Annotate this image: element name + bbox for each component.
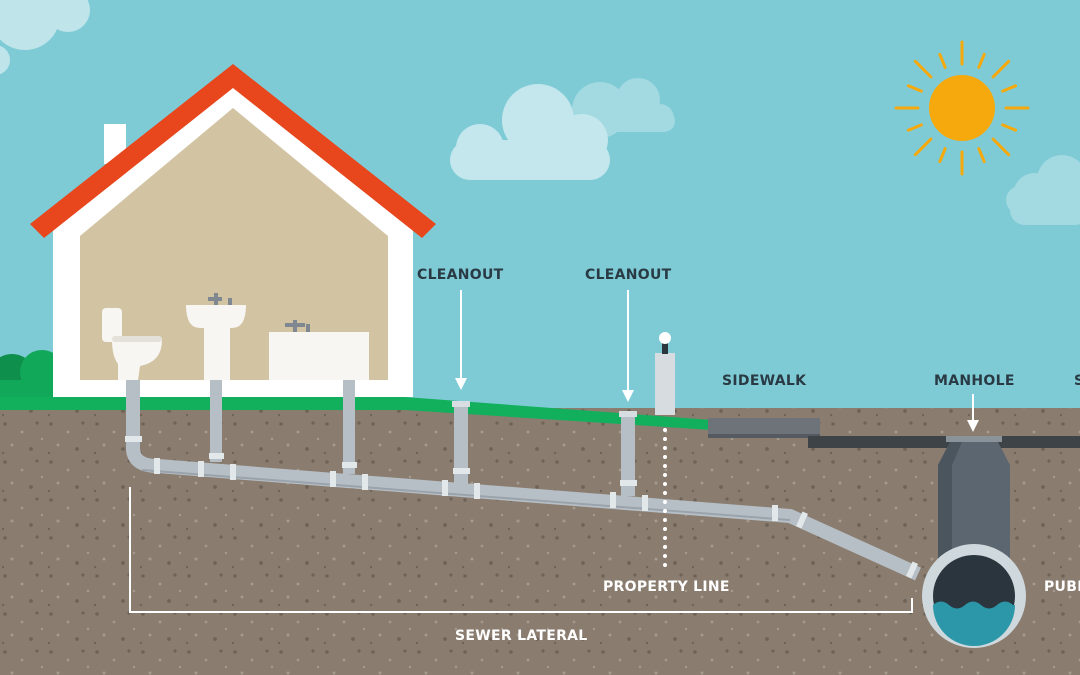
manhole-arrow xyxy=(967,394,979,432)
sun-ray xyxy=(977,147,986,164)
cleanout-1-arrow xyxy=(455,290,467,390)
property-line-dot xyxy=(663,500,667,504)
sun-ray xyxy=(1001,123,1018,132)
cleanout-cap-1 xyxy=(452,401,470,407)
property-line-dot xyxy=(663,428,667,432)
sidewalk-label: SIDEWALK xyxy=(722,373,807,389)
sun-icon xyxy=(894,40,1030,176)
property-marker-post xyxy=(655,353,675,415)
sun-ray xyxy=(906,84,923,93)
cleanout-2-arrow xyxy=(622,290,634,402)
cloud-right xyxy=(1006,155,1080,225)
sun-ray xyxy=(913,137,933,157)
property-line-dot xyxy=(663,446,667,450)
property-line-dot xyxy=(663,536,667,540)
cloud-center xyxy=(450,78,675,180)
property-line-dot xyxy=(663,563,667,567)
property-marker-light xyxy=(659,332,671,344)
property-line-dot xyxy=(663,464,667,468)
sun-ray xyxy=(913,59,933,79)
property-line-dot xyxy=(663,545,667,549)
sun-ray xyxy=(991,59,1011,79)
street-label-cut: S xyxy=(1074,373,1080,389)
bathtub-icon xyxy=(269,320,369,380)
manhole-label: MANHOLE xyxy=(934,373,1015,389)
cleanout-label-1: CLEANOUT xyxy=(417,267,504,283)
property-line-dot xyxy=(663,518,667,522)
soil xyxy=(0,408,1080,675)
grass xyxy=(0,397,712,430)
property-line-dot xyxy=(663,509,667,513)
property-line-dot xyxy=(663,527,667,531)
sun-ray xyxy=(977,52,986,69)
pipe-couplings xyxy=(125,436,918,579)
cloud-top-left xyxy=(0,0,90,75)
property-line-dot xyxy=(663,455,667,459)
property-line-dots xyxy=(663,428,667,567)
toilet-icon xyxy=(102,308,162,380)
house xyxy=(30,64,436,397)
cleanout-cap-2 xyxy=(619,411,637,417)
sun-ray xyxy=(938,52,947,69)
property-line-label: PROPERTY LINE xyxy=(603,579,730,595)
sink-icon xyxy=(186,293,246,380)
sun-ray xyxy=(991,137,1011,157)
public-sewer-main xyxy=(922,544,1026,648)
sun-ray xyxy=(938,147,947,164)
sun-ray xyxy=(1001,84,1018,93)
property-line-dot xyxy=(663,473,667,477)
property-line-dot xyxy=(663,491,667,495)
sewer-lateral-bracket xyxy=(129,487,913,613)
house-interior xyxy=(80,108,388,380)
public-sewer-label: PUBL xyxy=(1044,579,1080,595)
street xyxy=(808,436,1080,448)
sidewalk xyxy=(708,418,820,436)
cleanout-label-2: CLEANOUT xyxy=(585,267,672,283)
sewer-lateral-label: SEWER LATERAL xyxy=(455,628,588,644)
sun-ray xyxy=(906,123,923,132)
property-line-dot xyxy=(663,554,667,558)
property-line-dot xyxy=(663,437,667,441)
property-line-dot xyxy=(663,482,667,486)
